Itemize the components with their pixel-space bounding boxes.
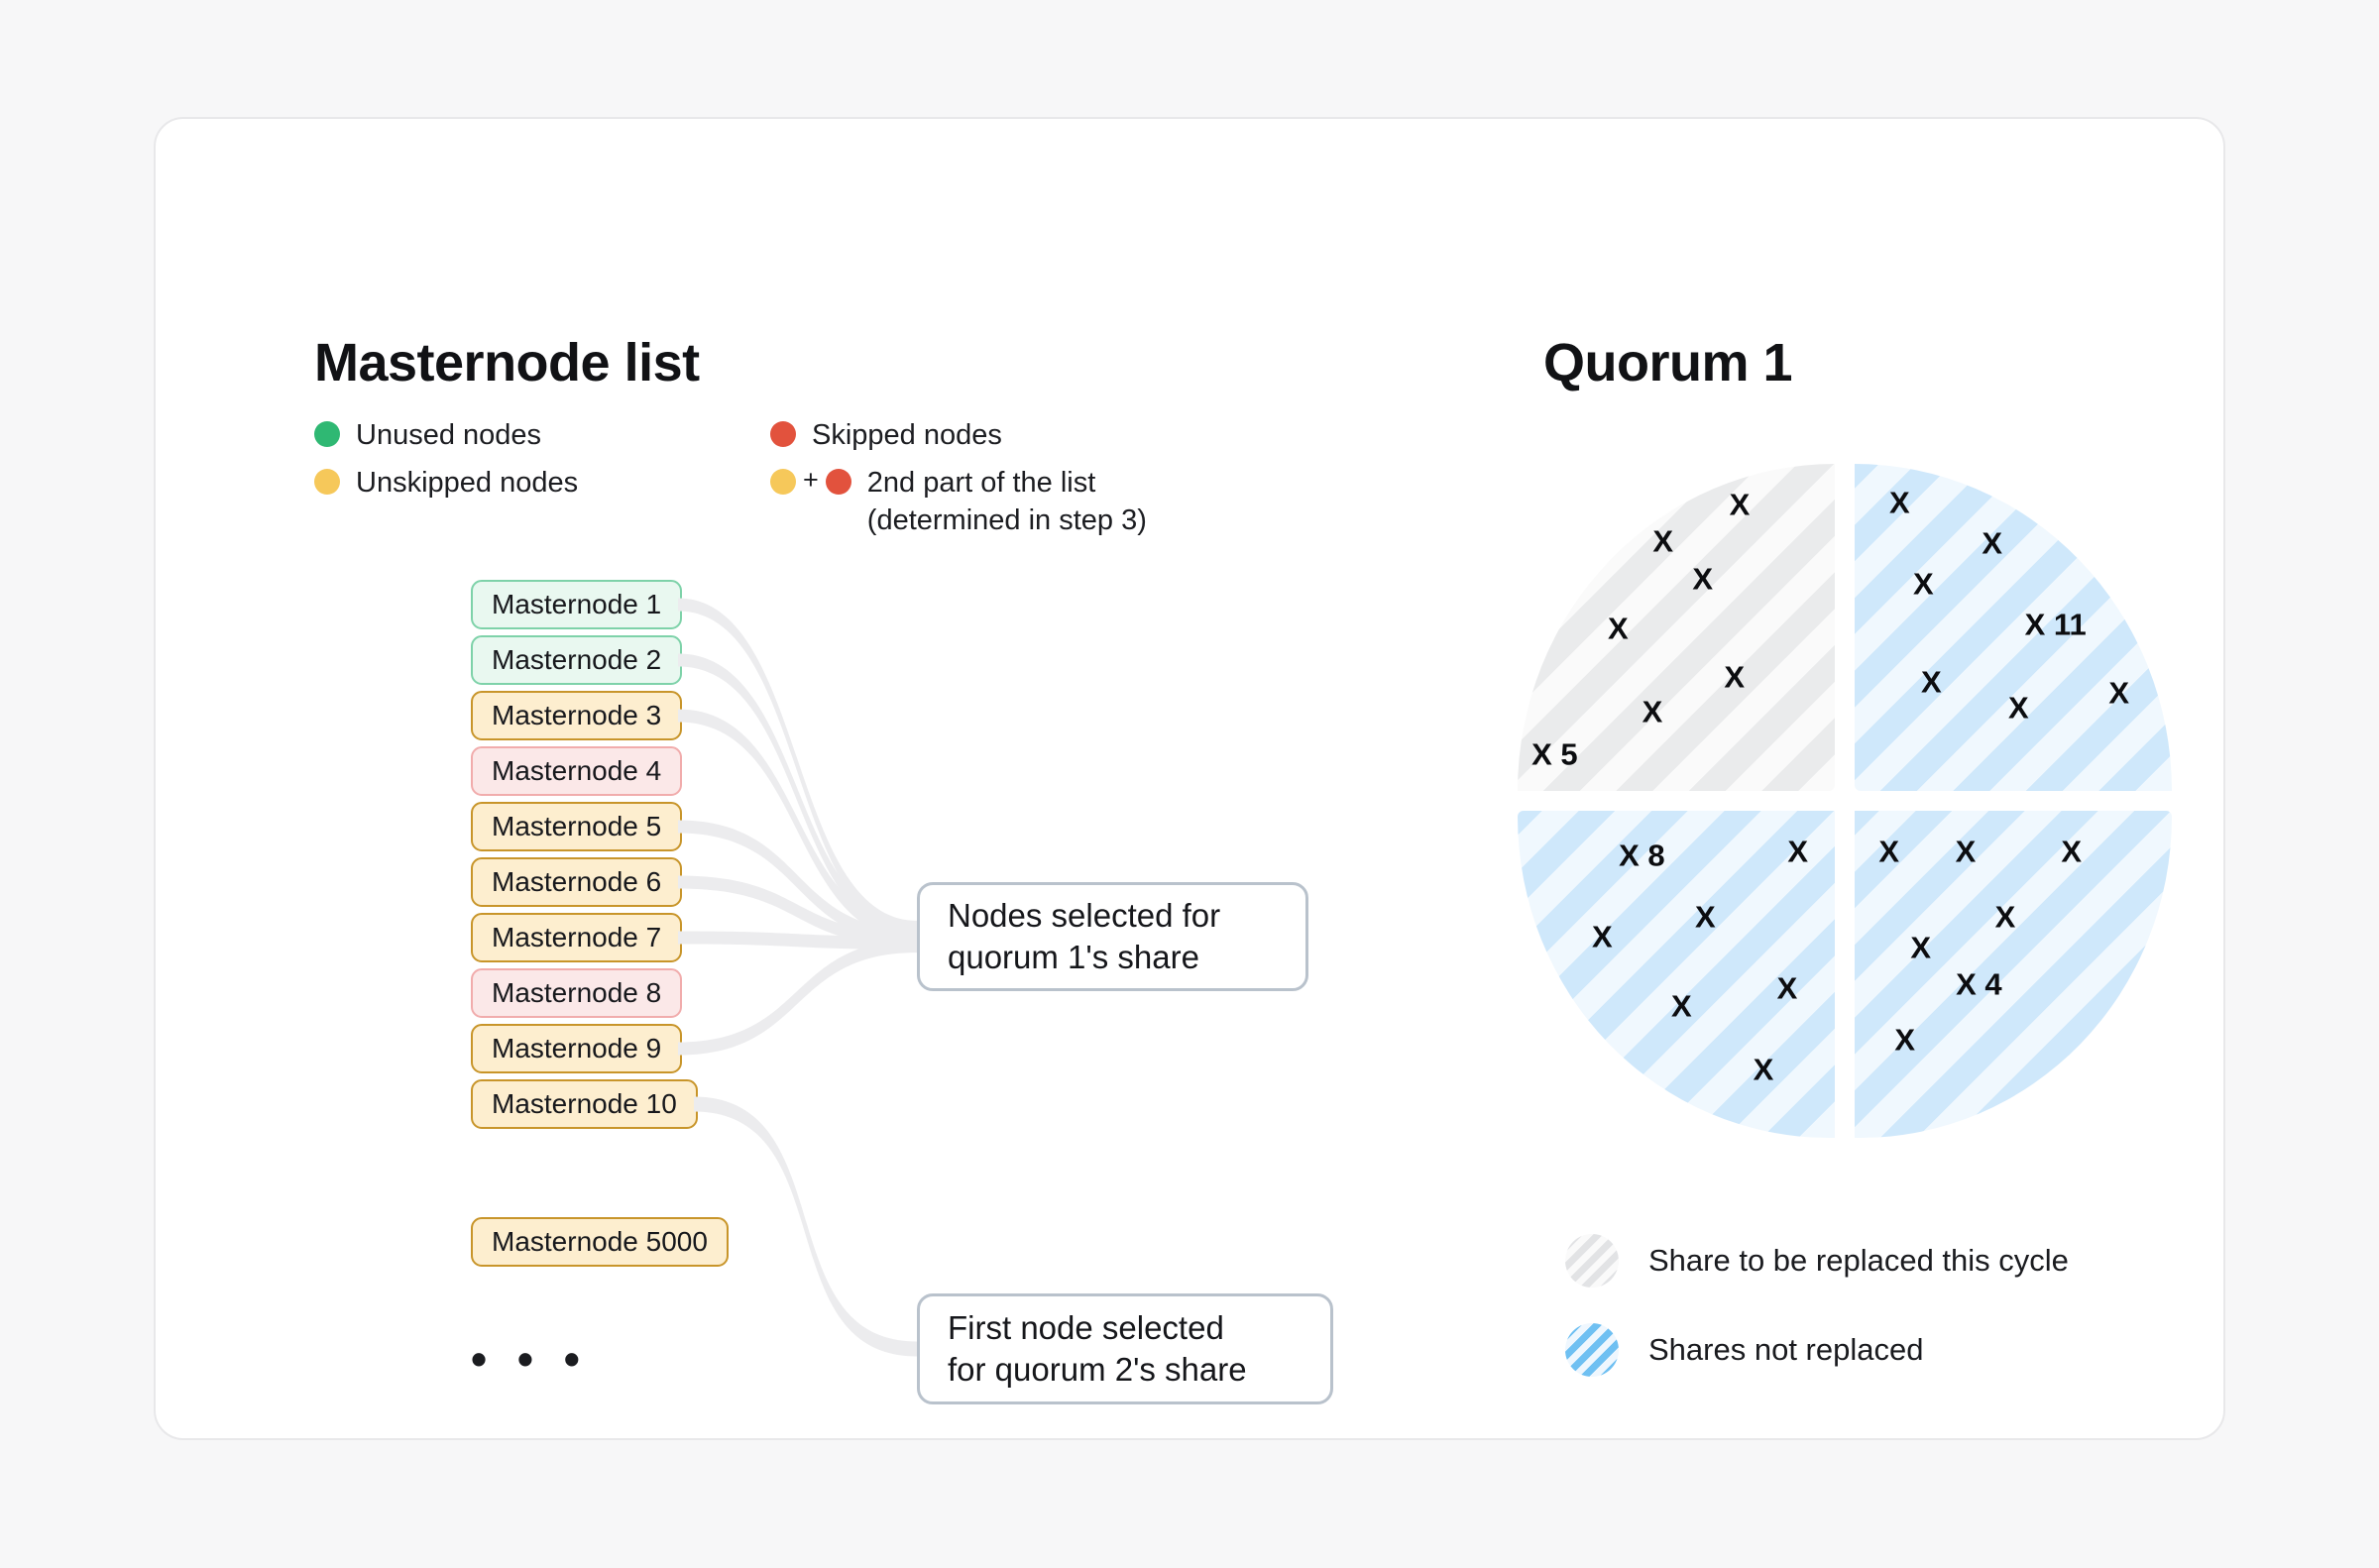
callout-quorum2-share: First node selected for quorum 2's share bbox=[917, 1293, 1333, 1404]
share-x-mark: X bbox=[2061, 834, 2082, 869]
share-x-mark: X bbox=[1776, 970, 1798, 1006]
share-x-mark: X bbox=[1670, 988, 1692, 1024]
share-x-mark: X bbox=[1894, 1022, 1915, 1058]
share-x-mark: X bbox=[1994, 899, 2016, 935]
legend-color-dot-icon bbox=[314, 469, 340, 495]
quorum-shares-pie: X X X X X X X 5 X X X X 11 X X X X 8 X X X X X X X X X X X X 4 X bbox=[1518, 464, 2172, 1158]
connector-links bbox=[678, 598, 917, 1357]
share-x-mark: X bbox=[1642, 694, 1663, 729]
share-x-mark: X bbox=[1787, 834, 1808, 869]
share-x-mark: X bbox=[1888, 485, 1910, 519]
share-x-mark: X bbox=[1729, 487, 1751, 522]
legend-color-dot-icon bbox=[825, 469, 851, 495]
share-legend-item-0: Share to be replaced this cycle bbox=[1565, 1234, 2069, 1288]
share-legend-item-1: Shares not replaced bbox=[1565, 1323, 1923, 1377]
share-x-mark: X bbox=[1692, 561, 1713, 596]
share-x-mark: X bbox=[1724, 659, 1745, 694]
quorum-quadrant-top-right: X X X X 11 X X X bbox=[1855, 464, 2172, 791]
connector-ribbon bbox=[678, 653, 917, 938]
legend-item-label: 2nd part of the list (determined in step… bbox=[866, 467, 1147, 537]
share-pattern-swatch-icon bbox=[1565, 1323, 1619, 1377]
legend-color-dot-icon bbox=[770, 421, 796, 447]
connector-ribbon bbox=[678, 875, 917, 947]
share-x-mark: X 5 bbox=[1531, 736, 1578, 772]
connector-ribbon bbox=[678, 709, 917, 941]
legend-item-1: Skipped nodes bbox=[770, 416, 1002, 454]
share-x-mark: X 8 bbox=[1619, 838, 1665, 873]
masternode-chip[interactable]: Masternode 5000 bbox=[471, 1217, 729, 1267]
connector-ribbon bbox=[694, 1096, 917, 1357]
legend-item-label: Unskipped nodes bbox=[356, 467, 579, 499]
share-x-mark: X bbox=[2108, 675, 2129, 711]
connector-ribbon bbox=[678, 598, 917, 934]
masternode-chip[interactable]: Masternode 8 bbox=[471, 968, 683, 1018]
legend-color-dot-icon bbox=[314, 421, 340, 447]
masternode-chip[interactable]: Masternode 2 bbox=[471, 635, 683, 685]
masternode-chip[interactable]: Masternode 10 bbox=[471, 1079, 698, 1129]
quadrant-hatch-fill bbox=[1855, 811, 2172, 1138]
share-x-mark: X bbox=[1694, 899, 1716, 935]
share-x-mark: X bbox=[1753, 1052, 1774, 1087]
list-ellipsis: • • • bbox=[471, 1333, 589, 1385]
legend-color-dot-icon bbox=[770, 469, 796, 495]
share-x-mark: X bbox=[1878, 834, 1899, 869]
share-x-mark: X bbox=[1910, 930, 1931, 964]
legend-item-2: Unskipped nodes bbox=[314, 464, 578, 502]
callout-quorum1-share: Nodes selected for quorum 1's share bbox=[917, 882, 1308, 991]
connector-ribbon bbox=[678, 931, 917, 950]
share-x-mark: X bbox=[1591, 919, 1613, 953]
masternode-chip[interactable]: Masternode 5 bbox=[471, 802, 683, 851]
connector-ribbon bbox=[678, 820, 917, 944]
masternode-chip[interactable]: Masternode 7 bbox=[471, 913, 683, 962]
share-x-mark: X 4 bbox=[1956, 966, 2002, 1002]
quorum-quadrant-bottom-left: X 8 X X X X X X bbox=[1518, 811, 1835, 1138]
masternode-list-panel: Masternode list Unused nodes Skipped node… bbox=[156, 119, 1333, 1438]
share-x-mark: X 11 bbox=[2024, 607, 2087, 642]
share-x-mark: X bbox=[1607, 611, 1629, 646]
masternode-chip[interactable]: Masternode 6 bbox=[471, 857, 683, 907]
connector-ribbon bbox=[678, 940, 917, 1056]
share-x-mark: X bbox=[2007, 690, 2029, 726]
share-pattern-swatch-icon bbox=[1565, 1234, 1619, 1288]
masternode-chip[interactable]: Masternode 1 bbox=[471, 580, 683, 629]
share-legend-label: Share to be replaced this cycle bbox=[1648, 1243, 2069, 1278]
masternode-chip[interactable]: Masternode 4 bbox=[471, 746, 683, 796]
page-title-quorum: Quorum 1 bbox=[1543, 333, 1793, 392]
share-x-mark: X bbox=[1912, 566, 1934, 602]
share-legend-label: Shares not replaced bbox=[1648, 1332, 1924, 1367]
masternode-chip[interactable]: Masternode 9 bbox=[471, 1024, 683, 1073]
legend-item-label: Skipped nodes bbox=[812, 419, 1002, 451]
share-x-mark: X bbox=[1652, 523, 1673, 559]
legend-item-0: Unused nodes bbox=[314, 416, 541, 454]
legend-plus-symbol: + bbox=[803, 465, 819, 495]
share-x-mark: X bbox=[1955, 834, 1977, 869]
page-title-masternode-list: Masternode list bbox=[314, 333, 700, 392]
masternode-chip[interactable]: Masternode 3 bbox=[471, 691, 683, 740]
share-x-mark: X bbox=[1982, 525, 2002, 561]
diagram-card: Masternode list Unused nodes Skipped node… bbox=[154, 117, 2225, 1440]
legend-item-label: Unused nodes bbox=[356, 419, 542, 451]
share-x-mark: X bbox=[1920, 664, 1942, 700]
legend-item-3: +2nd part of the list (determined in ste… bbox=[770, 464, 1147, 540]
